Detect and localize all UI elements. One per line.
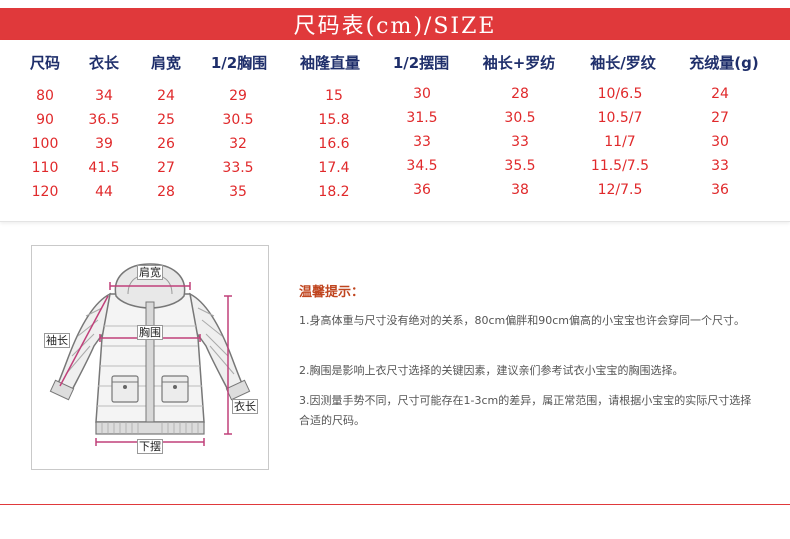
table-cell: 17.4: [318, 160, 350, 176]
measurement-diagram: 肩宽 胸围 袖长 衣长 下摆: [31, 245, 269, 470]
table-cell: 32: [229, 136, 247, 152]
table-cell: 33: [413, 134, 431, 150]
table-cell: 34.5: [406, 158, 438, 174]
table-row: 120 44 28 35 18.2 36 38 12/7.5 36: [0, 182, 790, 206]
table-cell: 15: [325, 88, 343, 104]
table-cell: 38: [511, 182, 529, 198]
table-cell: 25: [157, 112, 175, 128]
table-cell: 10/6.5: [597, 86, 643, 102]
column-header: 袖长/罗纹: [590, 54, 656, 72]
table-cell: 28: [511, 86, 529, 102]
column-header: 肩宽: [150, 54, 182, 72]
table-cell: 90: [36, 112, 54, 128]
table-cell: 24: [711, 86, 729, 102]
table-cell: 35: [229, 184, 247, 200]
shoulder-label: 肩宽: [137, 265, 163, 280]
table-cell: 34: [95, 88, 113, 104]
tip-item: 2.胸围是影响上衣尺寸选择的关键因素，建议亲们参考试衣小宝宝的胸围选择。: [299, 364, 684, 377]
tips-title: 温馨提示：: [299, 285, 365, 300]
table-cell: 11.5/7.5: [590, 158, 650, 174]
table-cell: 36: [711, 182, 729, 198]
column-header: 1/2摆围: [392, 54, 450, 72]
column-header: 1/2胸围: [210, 54, 268, 72]
column-header: 尺码: [29, 54, 61, 72]
table-cell: 18.2: [318, 184, 350, 200]
table-row: 80 34 24 29 15 30 28 10/6.5 24: [0, 86, 790, 110]
table-row: 100 39 26 32 16.6 33 33 11/7 30: [0, 134, 790, 158]
table-cell: 33: [511, 134, 529, 150]
table-cell: 80: [36, 88, 54, 104]
table-cell: 41.5: [88, 160, 120, 176]
table-cell: 30: [711, 134, 729, 150]
table-cell: 29: [229, 88, 247, 104]
tip-item: 3.因测量手势不同，尺寸可能存在1-3cm的差异，属正常范围，请根据小宝宝的实际…: [299, 394, 752, 427]
length-label: 衣长: [232, 399, 258, 414]
table-cell: 26: [157, 136, 175, 152]
table-cell: 30: [413, 86, 431, 102]
table-cell: 33: [711, 158, 729, 174]
table-cell: 30.5: [222, 112, 254, 128]
table-cell: 12/7.5: [597, 182, 643, 198]
table-row: 90 36.5 25 30.5 15.8 31.5 30.5 10.5/7 27: [0, 110, 790, 134]
column-header: 袖长+罗纺: [482, 54, 556, 72]
column-header: 充绒量(g): [689, 54, 759, 72]
table-cell: 110: [31, 160, 59, 176]
table-cell: 28: [157, 184, 175, 200]
title-bar: 尺码表(cm)/SIZE: [0, 8, 790, 40]
size-table: 尺码 衣长 肩宽 1/2胸围 袖隆直量 1/2摆围 袖长+罗纺 袖长/罗纹 充绒…: [0, 40, 790, 222]
table-cell: 10.5/7: [597, 110, 643, 126]
page-title: 尺码表(cm)/SIZE: [293, 14, 497, 39]
jacket-illustration: [49, 263, 251, 446]
table-cell: 11/7: [604, 134, 636, 150]
table-cell: 36: [413, 182, 431, 198]
table-cell: 120: [31, 184, 59, 200]
table-cell: 33.5: [222, 160, 254, 176]
table-cell: 27: [711, 110, 729, 126]
chest-label: 胸围: [137, 325, 163, 340]
table-cell: 30.5: [504, 110, 536, 126]
table-cell: 35.5: [504, 158, 536, 174]
table-cell: 31.5: [406, 110, 438, 126]
table-cell: 27: [157, 160, 175, 176]
table-cell: 44: [95, 184, 113, 200]
tip-item: 1.身高体重与尺寸没有绝对的关系，80cm偏胖和90cm偏高的小宝宝也许会穿同一…: [299, 314, 746, 327]
column-header: 衣长: [88, 54, 120, 72]
table-cell: 24: [157, 88, 175, 104]
table-cell: 16.6: [318, 136, 350, 152]
table-cell: 100: [31, 136, 59, 152]
table-row: 110 41.5 27 33.5 17.4 34.5 35.5 11.5/7.5…: [0, 158, 790, 182]
sleeve-label: 袖长: [44, 333, 70, 348]
column-header: 袖隆直量: [299, 54, 361, 72]
table-cell: 39: [95, 136, 113, 152]
bottom-divider: [0, 504, 790, 505]
table-cell: 36.5: [88, 112, 120, 128]
hem-label: 下摆: [137, 439, 163, 454]
table-header-row: 尺码 衣长 肩宽 1/2胸围 袖隆直量 1/2摆围 袖长+罗纺 袖长/罗纹 充绒…: [0, 52, 790, 76]
table-cell: 15.8: [318, 112, 350, 128]
